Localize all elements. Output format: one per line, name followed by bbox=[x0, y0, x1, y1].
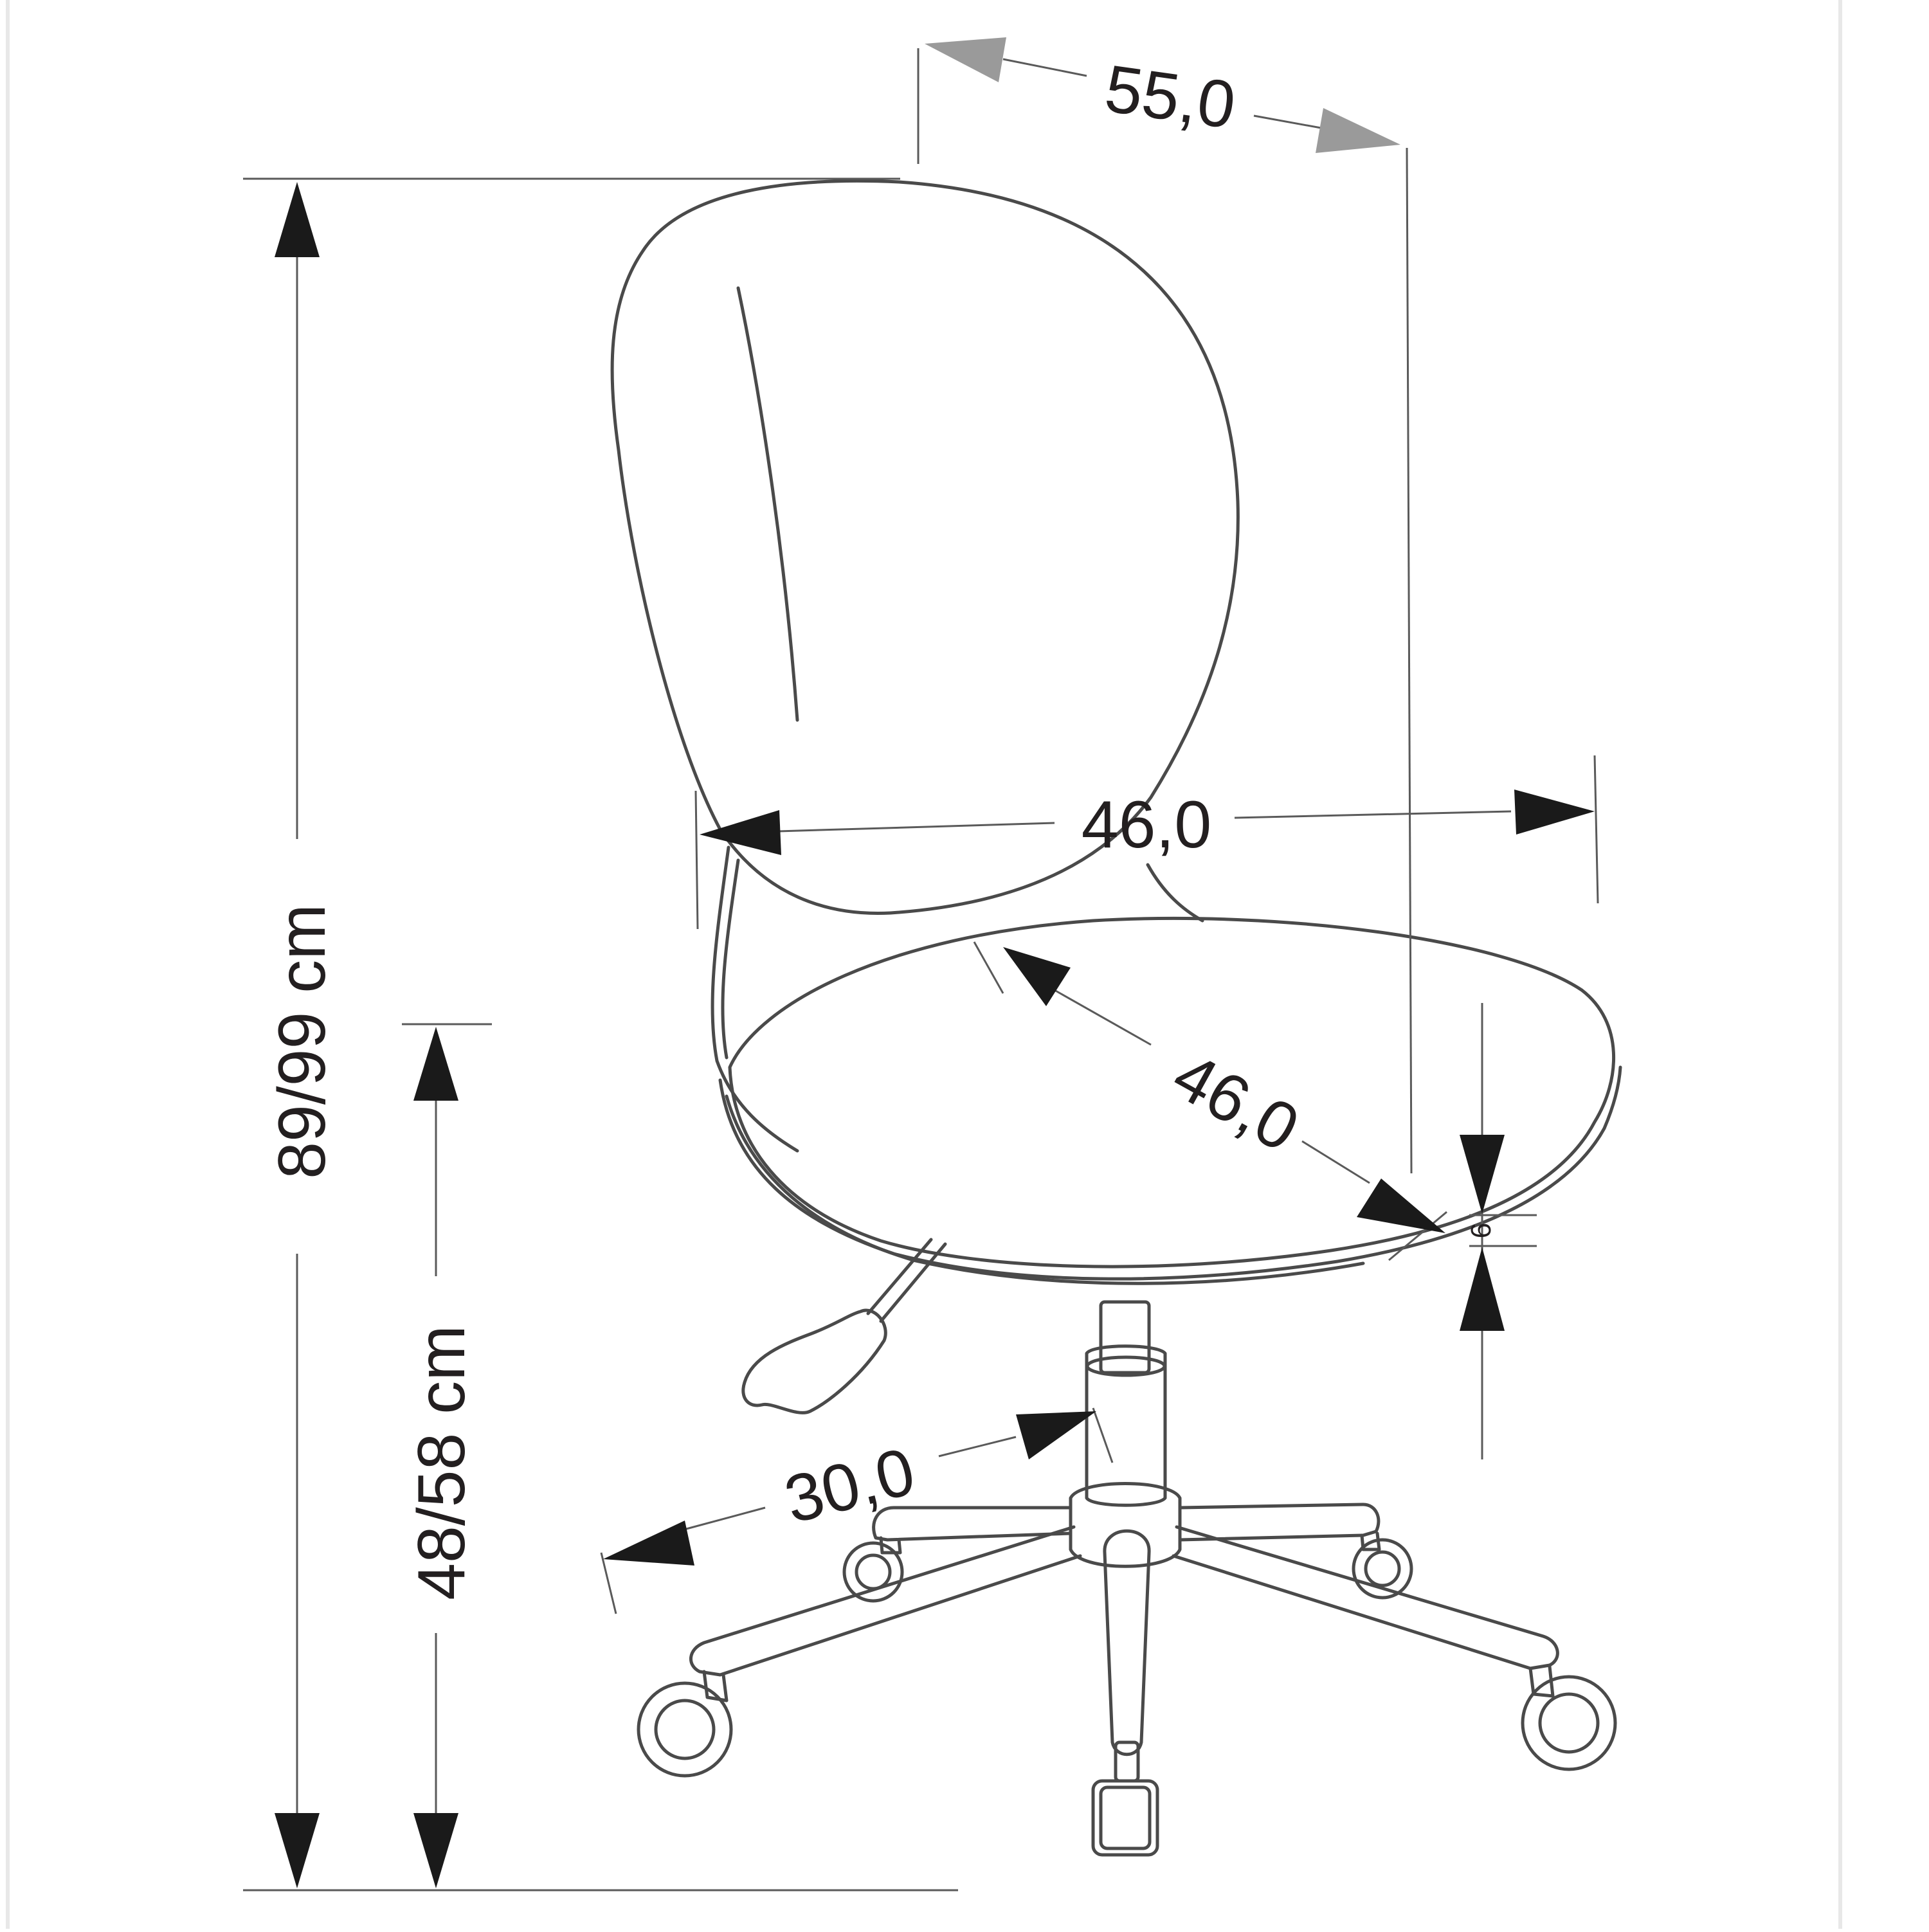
ext-base-center bbox=[1092, 1407, 1114, 1463]
base-hub bbox=[1069, 1482, 1182, 1568]
dim-depth-line-right bbox=[1253, 114, 1325, 130]
arrow-thick-top bbox=[1460, 1135, 1505, 1214]
dim-back-line-right bbox=[1234, 810, 1512, 819]
caster-back-right bbox=[1352, 1531, 1413, 1600]
arrow-height-top bbox=[275, 182, 320, 257]
label-backrest-width: 46,0 bbox=[1082, 788, 1211, 862]
arrow-back-left bbox=[700, 810, 781, 855]
label-overall-depth: 55,0 bbox=[1101, 51, 1240, 143]
caster-front bbox=[1091, 1740, 1159, 1857]
arrow-height-bottom bbox=[275, 1813, 320, 1888]
leg-back-left bbox=[872, 1506, 1073, 1542]
label-total-height: 89/99 cm bbox=[265, 904, 340, 1179]
arrow-seat-top bbox=[413, 1027, 458, 1101]
backrest-seam bbox=[736, 286, 799, 722]
back-neck-right bbox=[1146, 863, 1204, 923]
seat-bottom-2 bbox=[725, 1094, 1365, 1285]
dim-back-line-left bbox=[777, 822, 1055, 833]
arrow-seat-bottom bbox=[413, 1813, 458, 1888]
dim-seat-line-upper bbox=[1054, 989, 1152, 1046]
gas-lift-ring bbox=[1085, 1355, 1166, 1377]
label-base-radius: 30,0 bbox=[777, 1434, 921, 1538]
dim-seat-line-lower bbox=[1301, 1140, 1370, 1184]
arrow-back-right bbox=[1514, 790, 1595, 835]
dim-base-line-left bbox=[681, 1506, 766, 1531]
arrow-depth-right bbox=[1316, 108, 1400, 153]
arrow-thick-bottom bbox=[1460, 1247, 1505, 1331]
back-support-inner bbox=[721, 858, 740, 1060]
arrow-depth-left bbox=[925, 37, 1006, 82]
leg-back-right bbox=[1178, 1503, 1381, 1542]
arrow-seat-back bbox=[1357, 1178, 1445, 1233]
gas-lift-top bbox=[1099, 1300, 1151, 1375]
backrest bbox=[610, 179, 1240, 915]
seat-bottom bbox=[718, 1065, 1622, 1281]
ext-seat-front bbox=[973, 941, 1004, 994]
ext-back-right bbox=[1593, 755, 1599, 904]
back-support bbox=[711, 845, 799, 1153]
ext-seat-back bbox=[1388, 1211, 1447, 1261]
ext-base-left bbox=[600, 1552, 617, 1614]
caster-front-left bbox=[637, 1670, 733, 1778]
caster-back-left bbox=[842, 1536, 904, 1603]
caster-front-right bbox=[1521, 1665, 1617, 1771]
label-seat-height: 48/58 cm bbox=[404, 1325, 479, 1600]
arrow-seat-front bbox=[1003, 947, 1071, 1006]
lever-handle bbox=[741, 1308, 887, 1414]
ext-back-left bbox=[694, 790, 699, 930]
dimension-lines bbox=[243, 48, 1599, 1891]
ext-depth-right bbox=[1406, 147, 1413, 1174]
leg-front bbox=[1103, 1529, 1151, 1756]
arrowheads bbox=[275, 182, 1595, 1888]
label-seat-width: 46,0 bbox=[1161, 1038, 1310, 1167]
dim-base-line-right bbox=[938, 1436, 1017, 1458]
arrow-base-left bbox=[603, 1521, 694, 1566]
chair bbox=[610, 179, 1622, 1857]
gas-lift-sleeve bbox=[1085, 1344, 1167, 1507]
seat-top bbox=[728, 916, 1615, 1268]
label-seat-thickness: 6 bbox=[1465, 1223, 1497, 1238]
lever-rod bbox=[866, 1238, 947, 1323]
dim-depth-line-left bbox=[1002, 58, 1087, 77]
leg-front-left bbox=[689, 1525, 1082, 1677]
arrowheads-grey bbox=[925, 37, 1400, 153]
arrow-base-right bbox=[1016, 1411, 1096, 1459]
